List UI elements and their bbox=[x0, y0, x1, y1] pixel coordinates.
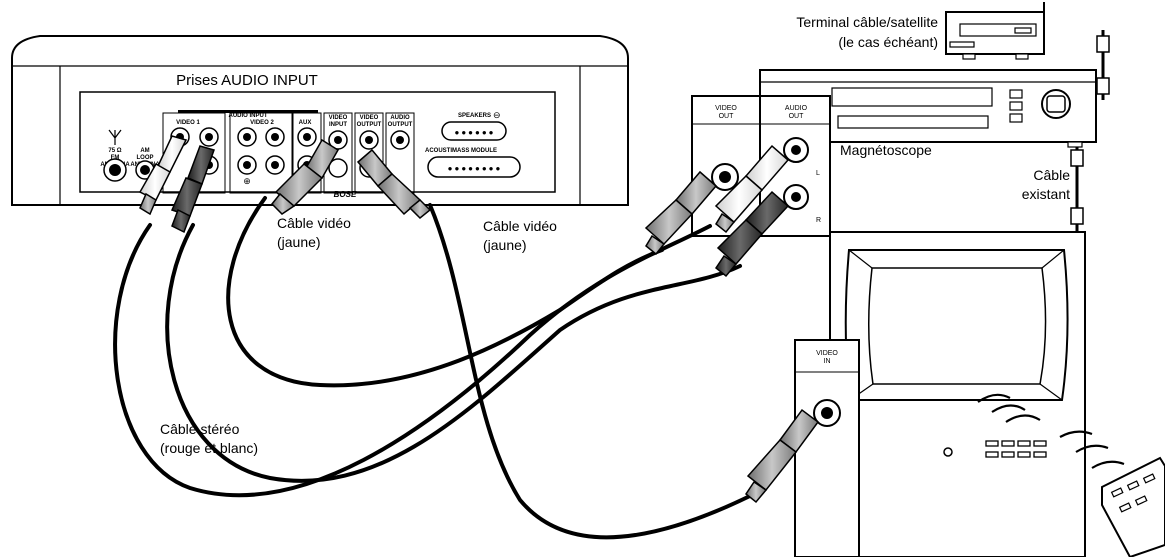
audio-output-label: AUDIO bbox=[390, 115, 410, 121]
video-cable-label-left-2: (jaune) bbox=[277, 234, 321, 250]
video-plug-yellow-1 bbox=[270, 138, 340, 215]
existing-cable-label: Câble bbox=[1033, 167, 1070, 183]
vcr-audio-out-label-2: OUT bbox=[789, 113, 805, 120]
audio-input-panel-label: AUDIO INPUT bbox=[229, 113, 268, 119]
video-cable-vcr bbox=[226, 196, 664, 388]
connector-pins-icon: ● ● ● ● ● ● bbox=[455, 128, 494, 137]
video-output-label: VIDEO bbox=[360, 115, 379, 121]
coax-cable-top bbox=[1096, 30, 1110, 100]
audio-input-jacks-label: Prises AUDIO INPUT bbox=[176, 72, 318, 89]
stereo-cable-label: Câble stéréo bbox=[160, 421, 240, 437]
audio-output-label-2: OUTPUT bbox=[388, 122, 413, 128]
video-plug-yellow-2 bbox=[356, 148, 432, 220]
vcr-video-out-label: VIDEO bbox=[715, 105, 737, 112]
ir-signal-icon bbox=[977, 393, 1125, 469]
tv-video-plug bbox=[744, 408, 820, 504]
vcr-audio-plug-red bbox=[714, 190, 790, 278]
vcr-audio-plug-white bbox=[714, 144, 790, 234]
svideo-input-jack[interactable] bbox=[328, 158, 348, 178]
video-cable-label-right-2: (jaune) bbox=[483, 237, 527, 253]
video-cable-label-left: Câble vidéo bbox=[277, 215, 351, 231]
am-loop-label: LOOP bbox=[136, 155, 153, 161]
connector-pins-icon-2: ● ● ● ● ● ● ● ● bbox=[448, 164, 501, 173]
aux-label: AUX bbox=[299, 120, 312, 126]
acoustimass-label: ACOUSTIMASS MODULE bbox=[425, 148, 497, 154]
tv-input-panel: VIDEO IN bbox=[794, 339, 860, 557]
vcr-left-label: L bbox=[816, 170, 820, 177]
vcr-audio-out-label: AUDIO bbox=[785, 105, 808, 112]
stereo-cable-label-2: (rouge et blanc) bbox=[160, 440, 258, 456]
tv-screen bbox=[867, 267, 1047, 385]
tv-video-in-label: VIDEO bbox=[816, 350, 838, 357]
satellite-box bbox=[945, 2, 1045, 60]
acoustimass-connector[interactable] bbox=[427, 156, 521, 178]
video-output-label-2: OUTPUT bbox=[357, 122, 382, 128]
vcr-right-label: R bbox=[816, 217, 821, 224]
tv-unit bbox=[829, 231, 1086, 557]
video-io-section: VIDEO INPUT VIDEO OUTPUT AUDIO OUTPUT BO… bbox=[323, 112, 415, 199]
tv-video-in-label-2: IN bbox=[824, 358, 831, 365]
satellite-label: Terminal câble/satellite bbox=[796, 14, 938, 30]
brand-logo: BOSE bbox=[334, 190, 357, 199]
video1-label: VIDEO 1 bbox=[176, 120, 200, 126]
tv-power-button[interactable] bbox=[943, 447, 953, 457]
video-cable-tv bbox=[428, 203, 754, 540]
am-label: AM bbox=[140, 148, 149, 154]
satellite-label-note: (le cas échéant) bbox=[838, 34, 938, 50]
speaker-section: SPEAKERS ⊖ ● ● ● ● ● ● ACOUSTIMASS MODUL… bbox=[425, 110, 521, 178]
fm-label: FM bbox=[111, 155, 120, 161]
fm-label-ohm: 75 Ω bbox=[108, 148, 121, 154]
video2-label: VIDEO 2 bbox=[250, 120, 274, 126]
speakers-connector[interactable] bbox=[441, 121, 507, 141]
stereo-plug-red bbox=[170, 145, 215, 234]
coax-cable-existing bbox=[1070, 147, 1084, 232]
video-input-label-2: INPUT bbox=[329, 122, 347, 128]
remote-control bbox=[1101, 456, 1165, 557]
antenna-icon bbox=[108, 129, 122, 145]
existing-cable-label-2: existant bbox=[1022, 186, 1070, 202]
speakers-label: SPEAKERS bbox=[458, 113, 491, 119]
vcr-video-out-label-2: OUT bbox=[719, 113, 735, 120]
stereo-plug-white bbox=[138, 135, 188, 216]
input-arrow-icon: ⊕ bbox=[243, 176, 251, 186]
video-cable-label-right: Câble vidéo bbox=[483, 218, 557, 234]
output-arrow-icon: ⊖ bbox=[493, 110, 501, 120]
vcr-video-plug bbox=[644, 170, 718, 256]
video-input-label: VIDEO bbox=[329, 115, 348, 121]
vcr-label: Magnétoscope bbox=[840, 142, 932, 158]
